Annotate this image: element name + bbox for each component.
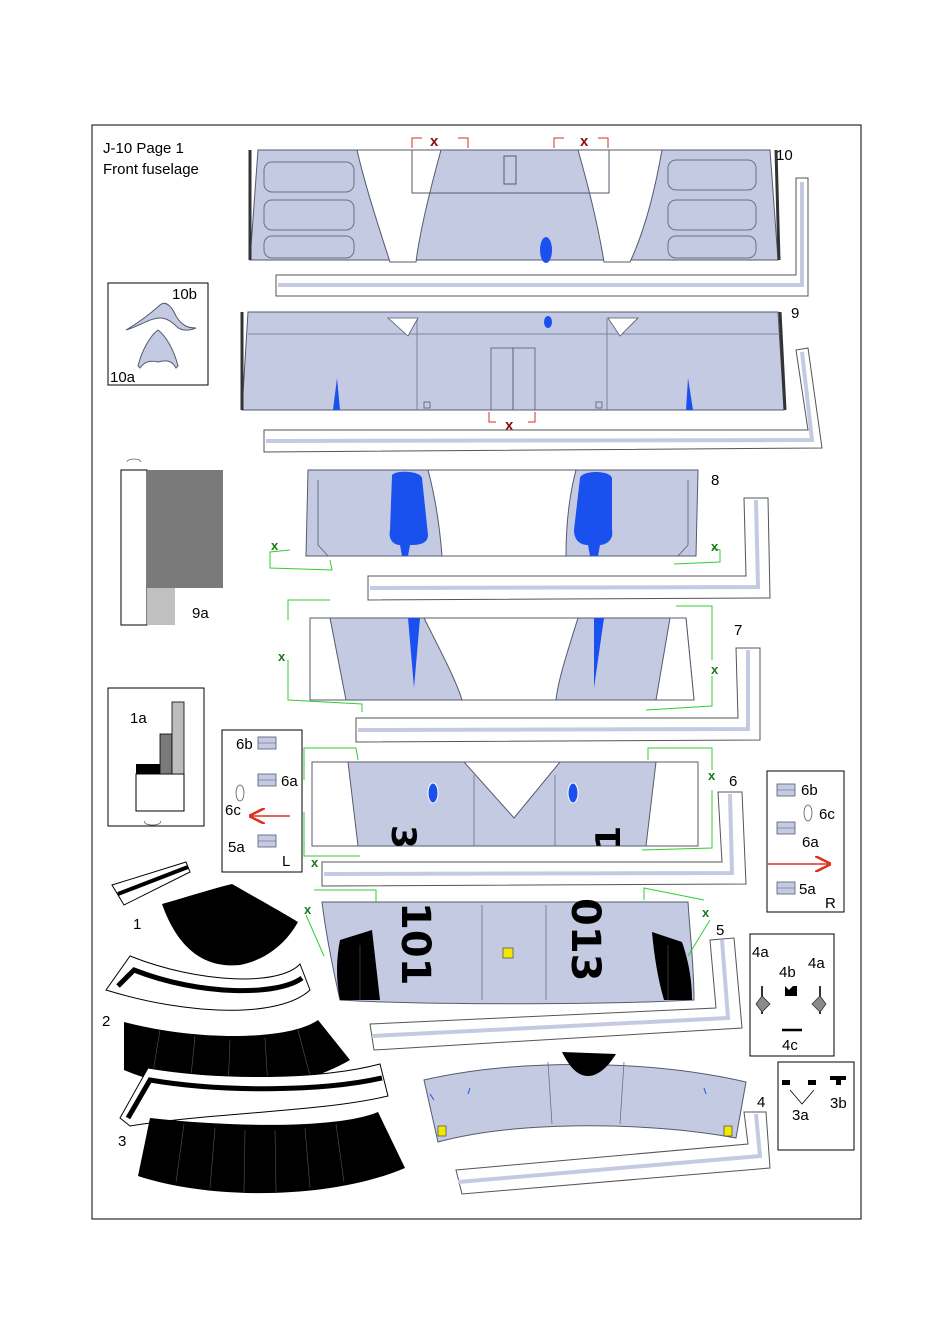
green-marker: x xyxy=(702,905,710,920)
label-3: 3 xyxy=(118,1133,126,1150)
part-9a xyxy=(120,458,223,626)
label-side-right: R xyxy=(825,895,836,912)
green-marker: x xyxy=(304,902,312,917)
box-1a xyxy=(107,687,205,827)
green-marker: x xyxy=(711,662,719,677)
label-4a: 4a xyxy=(752,944,769,961)
part-9: x xyxy=(240,311,823,453)
part-6c-right xyxy=(803,804,813,822)
green-marker: x xyxy=(311,855,319,870)
green-marker: x xyxy=(708,768,716,783)
label-3b: 3b xyxy=(830,1095,847,1112)
label-3a: 3a xyxy=(792,1107,809,1124)
part-10: x x xyxy=(248,133,809,297)
label-6c: 6c xyxy=(819,806,835,823)
part-10b-shape xyxy=(125,302,197,331)
label-6c: 6c xyxy=(225,802,241,819)
part-7: x x xyxy=(278,599,761,743)
label-4c: 4c xyxy=(782,1037,798,1054)
label-9a: 9a xyxy=(192,605,209,622)
part-2 xyxy=(105,955,350,1091)
label-10b: 10b xyxy=(172,286,197,303)
red-marker: x xyxy=(430,133,439,150)
box-4 xyxy=(749,933,835,1057)
serial-number-part5-right: 013 xyxy=(562,898,608,982)
box-left-inserts xyxy=(221,729,303,873)
label-5a: 5a xyxy=(228,839,245,856)
label-7: 7 xyxy=(734,622,742,639)
label-6b: 6b xyxy=(801,782,818,799)
part-10a-shape xyxy=(137,329,179,369)
label-9: 9 xyxy=(791,305,799,322)
green-marker: x xyxy=(271,538,279,553)
label-6: 6 xyxy=(729,773,737,790)
label-6b: 6b xyxy=(236,736,253,753)
part-4 xyxy=(423,1052,771,1195)
page-subtitle: Front fuselage xyxy=(103,161,199,178)
label-5a: 5a xyxy=(799,881,816,898)
part-3a-shape xyxy=(782,1080,816,1105)
part-6c-left xyxy=(235,784,245,802)
part-3 xyxy=(119,1063,405,1194)
red-marker: x xyxy=(505,417,514,434)
part-1 xyxy=(111,861,298,966)
part-3b-shape xyxy=(830,1076,846,1085)
part-4b-shape xyxy=(785,986,797,996)
part-6: 3 1 x x xyxy=(303,747,747,887)
label-2: 2 xyxy=(102,1013,110,1030)
label-4a: 4a xyxy=(808,955,825,972)
label-side-left: L xyxy=(282,853,290,870)
page-title: J-10 Page 1 xyxy=(103,140,184,157)
label-6a: 6a xyxy=(281,773,298,790)
serial-number-part6-left: 3 xyxy=(383,825,423,849)
label-6a: 6a xyxy=(802,834,819,851)
page-frame xyxy=(91,124,862,1220)
label-8: 8 xyxy=(711,472,719,489)
box-3 xyxy=(777,1061,855,1151)
label-1a: 1a xyxy=(130,710,147,727)
serial-number-part6-right: 1 xyxy=(589,826,629,850)
label-5: 5 xyxy=(716,922,724,939)
label-4b: 4b xyxy=(779,964,796,981)
part-4a-right-shape xyxy=(811,986,827,1014)
serial-number-part5-left: 101 xyxy=(392,902,438,986)
green-marker: x xyxy=(278,649,286,664)
label-10a: 10a xyxy=(110,369,136,386)
part-8: x x xyxy=(269,469,771,601)
box-10ab xyxy=(107,282,209,386)
green-marker: x xyxy=(711,539,719,554)
label-10: 10 xyxy=(776,147,793,164)
red-marker: x xyxy=(580,133,589,150)
part-4a-left-shape xyxy=(755,986,771,1014)
part-5: 101 013 x x xyxy=(304,887,743,1051)
part-1a-shape xyxy=(135,701,185,826)
box-right-inserts xyxy=(766,770,845,913)
label-4: 4 xyxy=(757,1094,765,1111)
label-1: 1 xyxy=(133,916,141,933)
